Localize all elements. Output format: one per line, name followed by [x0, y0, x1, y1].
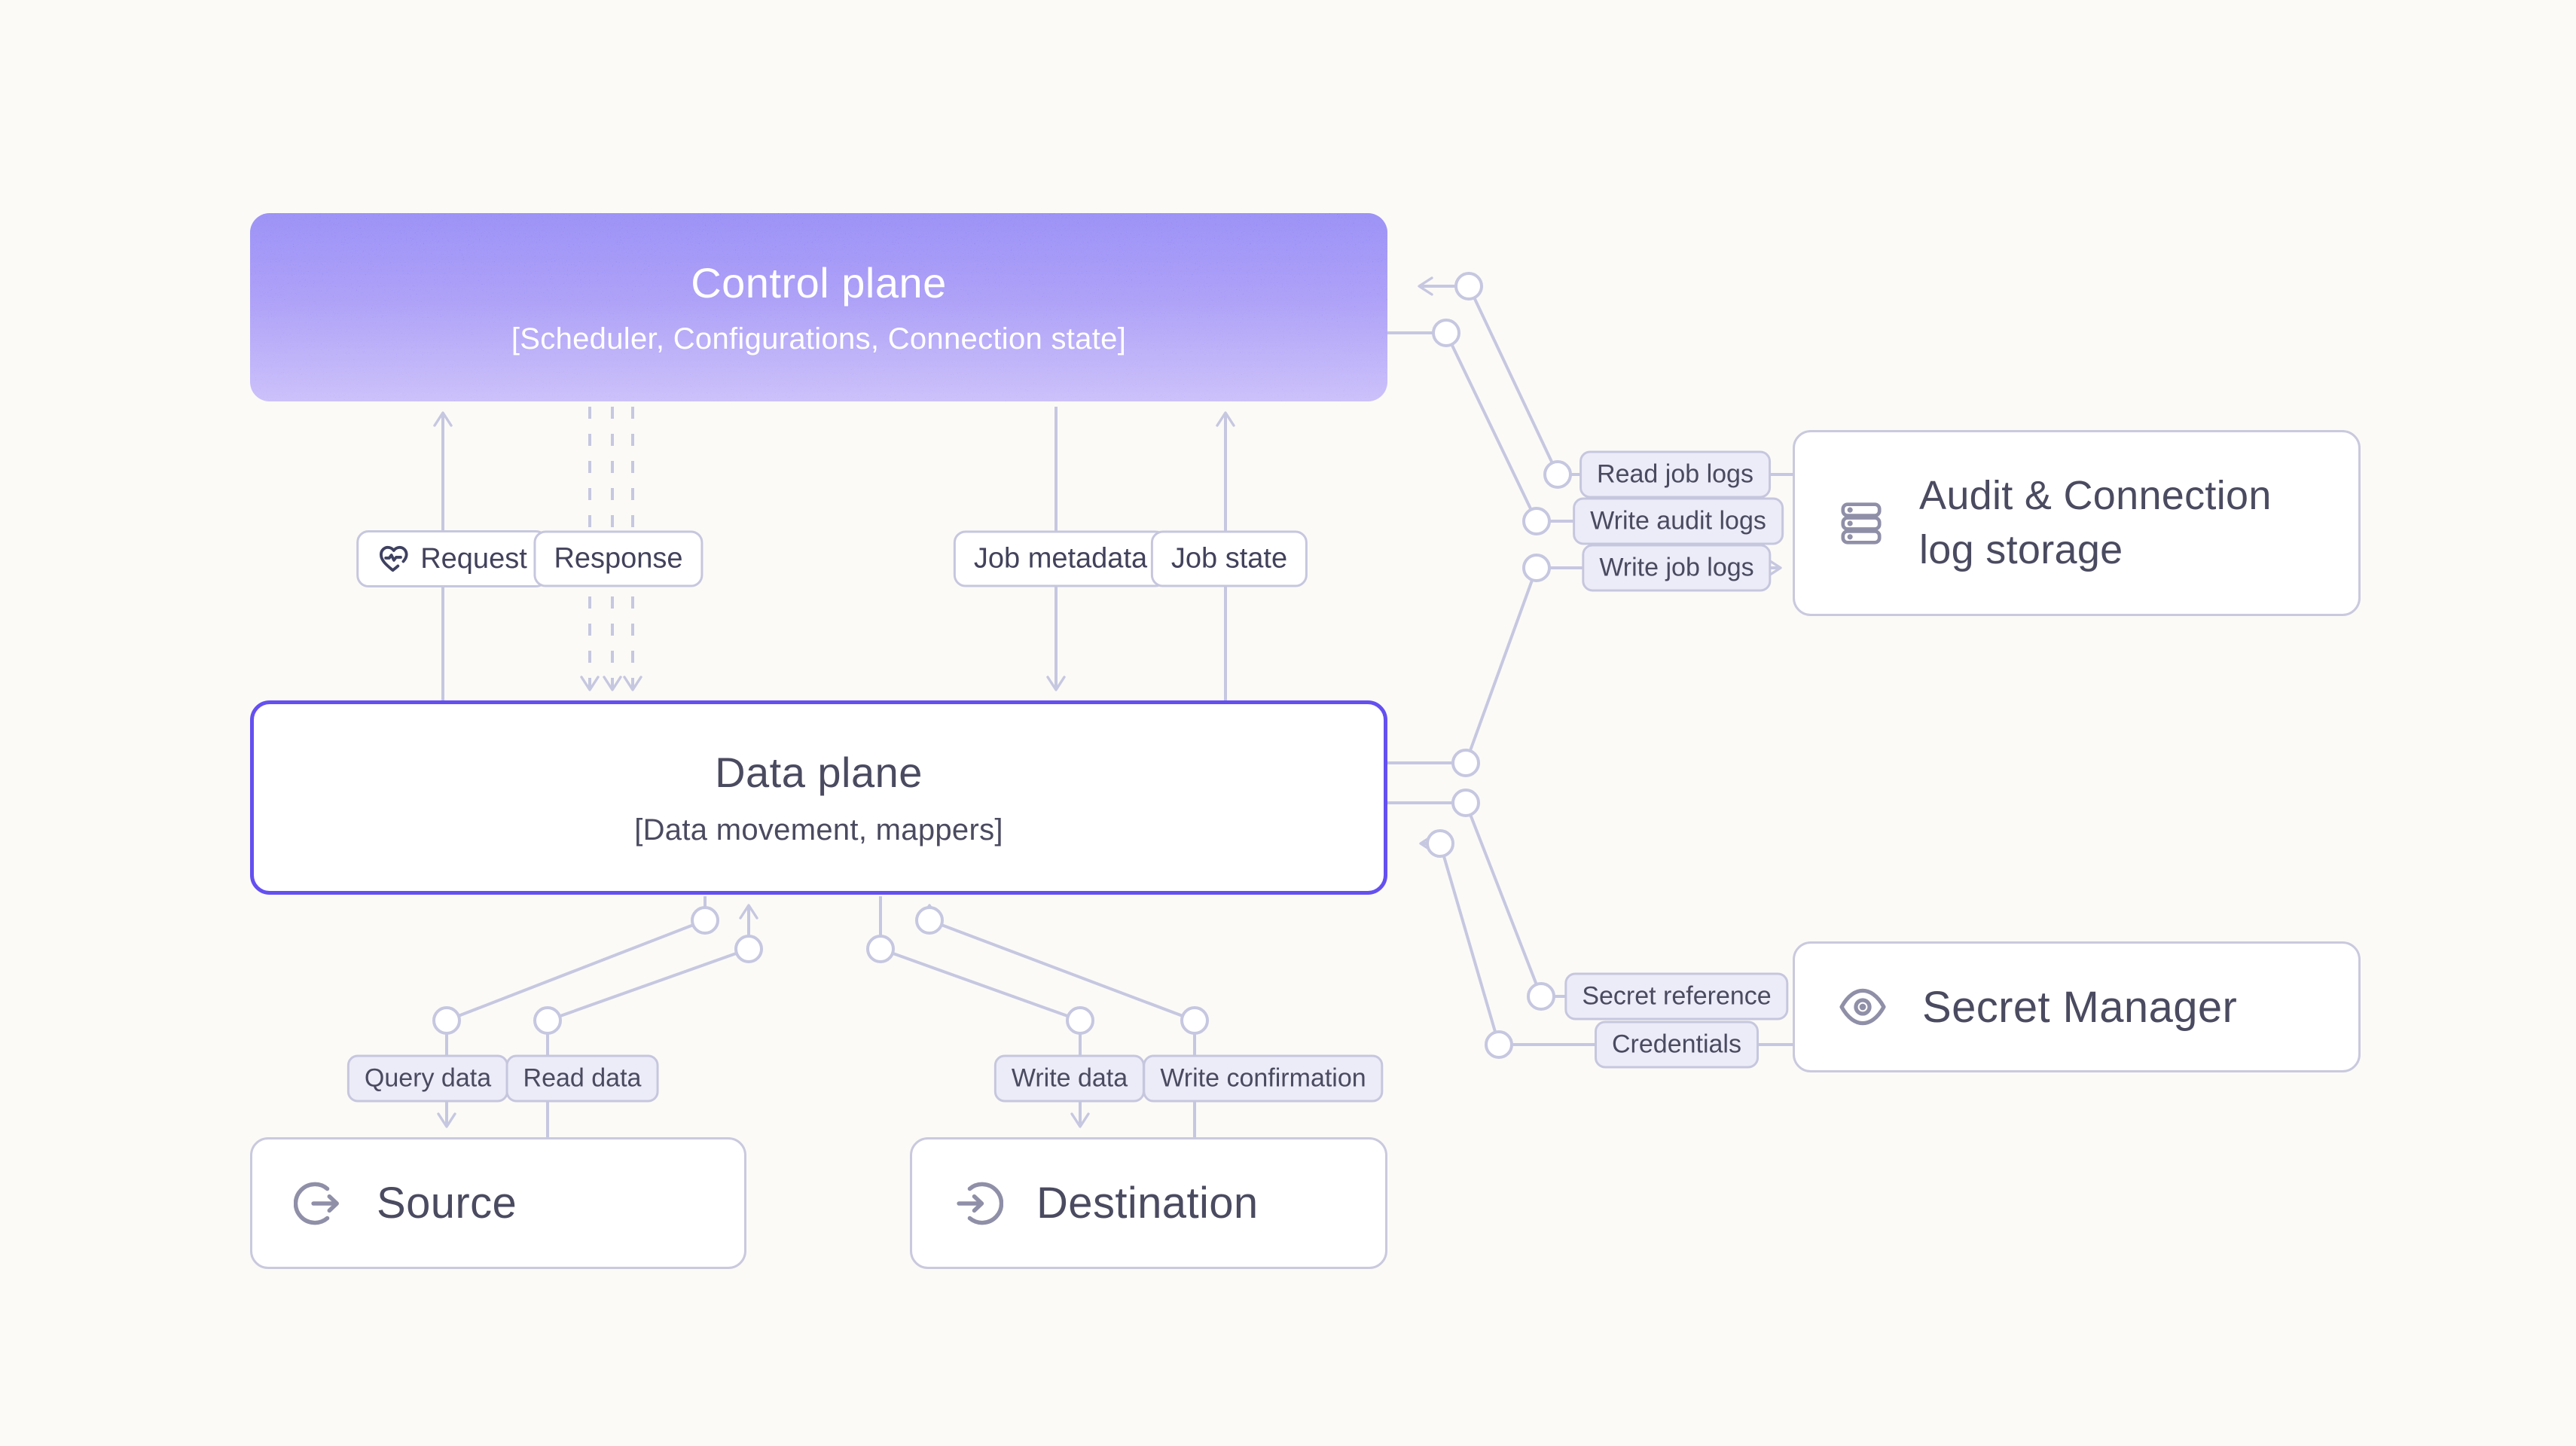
edge-label-write-audit-logs: Write audit logs — [1573, 497, 1784, 545]
edge-label-secret-reference: Secret reference — [1564, 972, 1789, 1020]
read-job-logs-edge — [1418, 276, 1793, 476]
control-plane-subtitle: [Scheduler, Configurations, Connection s… — [511, 322, 1127, 355]
destination-title: Destination — [1036, 1179, 1259, 1228]
write-job-logs-edge — [1387, 558, 1782, 764]
arrow-out-circle-icon — [294, 1182, 339, 1225]
edge-label-response: Response — [533, 530, 704, 587]
edge-label-read-data: Read data — [505, 1054, 659, 1103]
edge-label-write-data: Write data — [993, 1054, 1146, 1103]
edge-label-credentials: Credentials — [1595, 1020, 1759, 1069]
source-title: Source — [377, 1179, 517, 1228]
heart-pulse-icon — [379, 545, 408, 572]
arrow-in-circle-icon — [957, 1182, 1003, 1225]
edge-label-request: Request — [356, 530, 548, 587]
edge-label-write-job-logs: Write job logs — [1582, 544, 1772, 592]
audit-log-storage-title: Audit & Connection log storage — [1919, 473, 2272, 572]
edge-label-read-job-logs: Read job logs — [1579, 450, 1771, 499]
edge-label-job-metadata: Job metadata — [953, 530, 1168, 587]
secret-manager-title: Secret Manager — [1922, 982, 2238, 1032]
write-confirmation-edge — [920, 904, 1196, 1137]
secret-reference-edge — [1387, 801, 1782, 1006]
source-box: Source — [250, 1137, 746, 1269]
data-plane-box: Data plane [Data movement, mappers] — [250, 700, 1387, 895]
audit-log-storage-box: Audit & Connection log storage — [1793, 430, 2361, 616]
control-plane-box: Control plane [Scheduler, Configurations… — [250, 213, 1387, 401]
data-plane-title: Data plane — [715, 749, 923, 796]
server-stack-icon — [1841, 502, 1882, 545]
edge-label-query-data: Query data — [346, 1054, 509, 1103]
noise-texture — [250, 213, 1387, 401]
destination-box: Destination — [910, 1137, 1387, 1269]
data-plane-subtitle: [Data movement, mappers] — [634, 813, 1003, 847]
control-plane-title: Control plane — [691, 259, 947, 307]
edge-label-job-state: Job state — [1150, 530, 1308, 587]
read-data-edge — [546, 904, 758, 1137]
edge-label-write-confirmation: Write confirmation — [1143, 1054, 1384, 1103]
secret-manager-box: Secret Manager — [1793, 941, 2361, 1072]
eye-icon — [1839, 988, 1886, 1026]
